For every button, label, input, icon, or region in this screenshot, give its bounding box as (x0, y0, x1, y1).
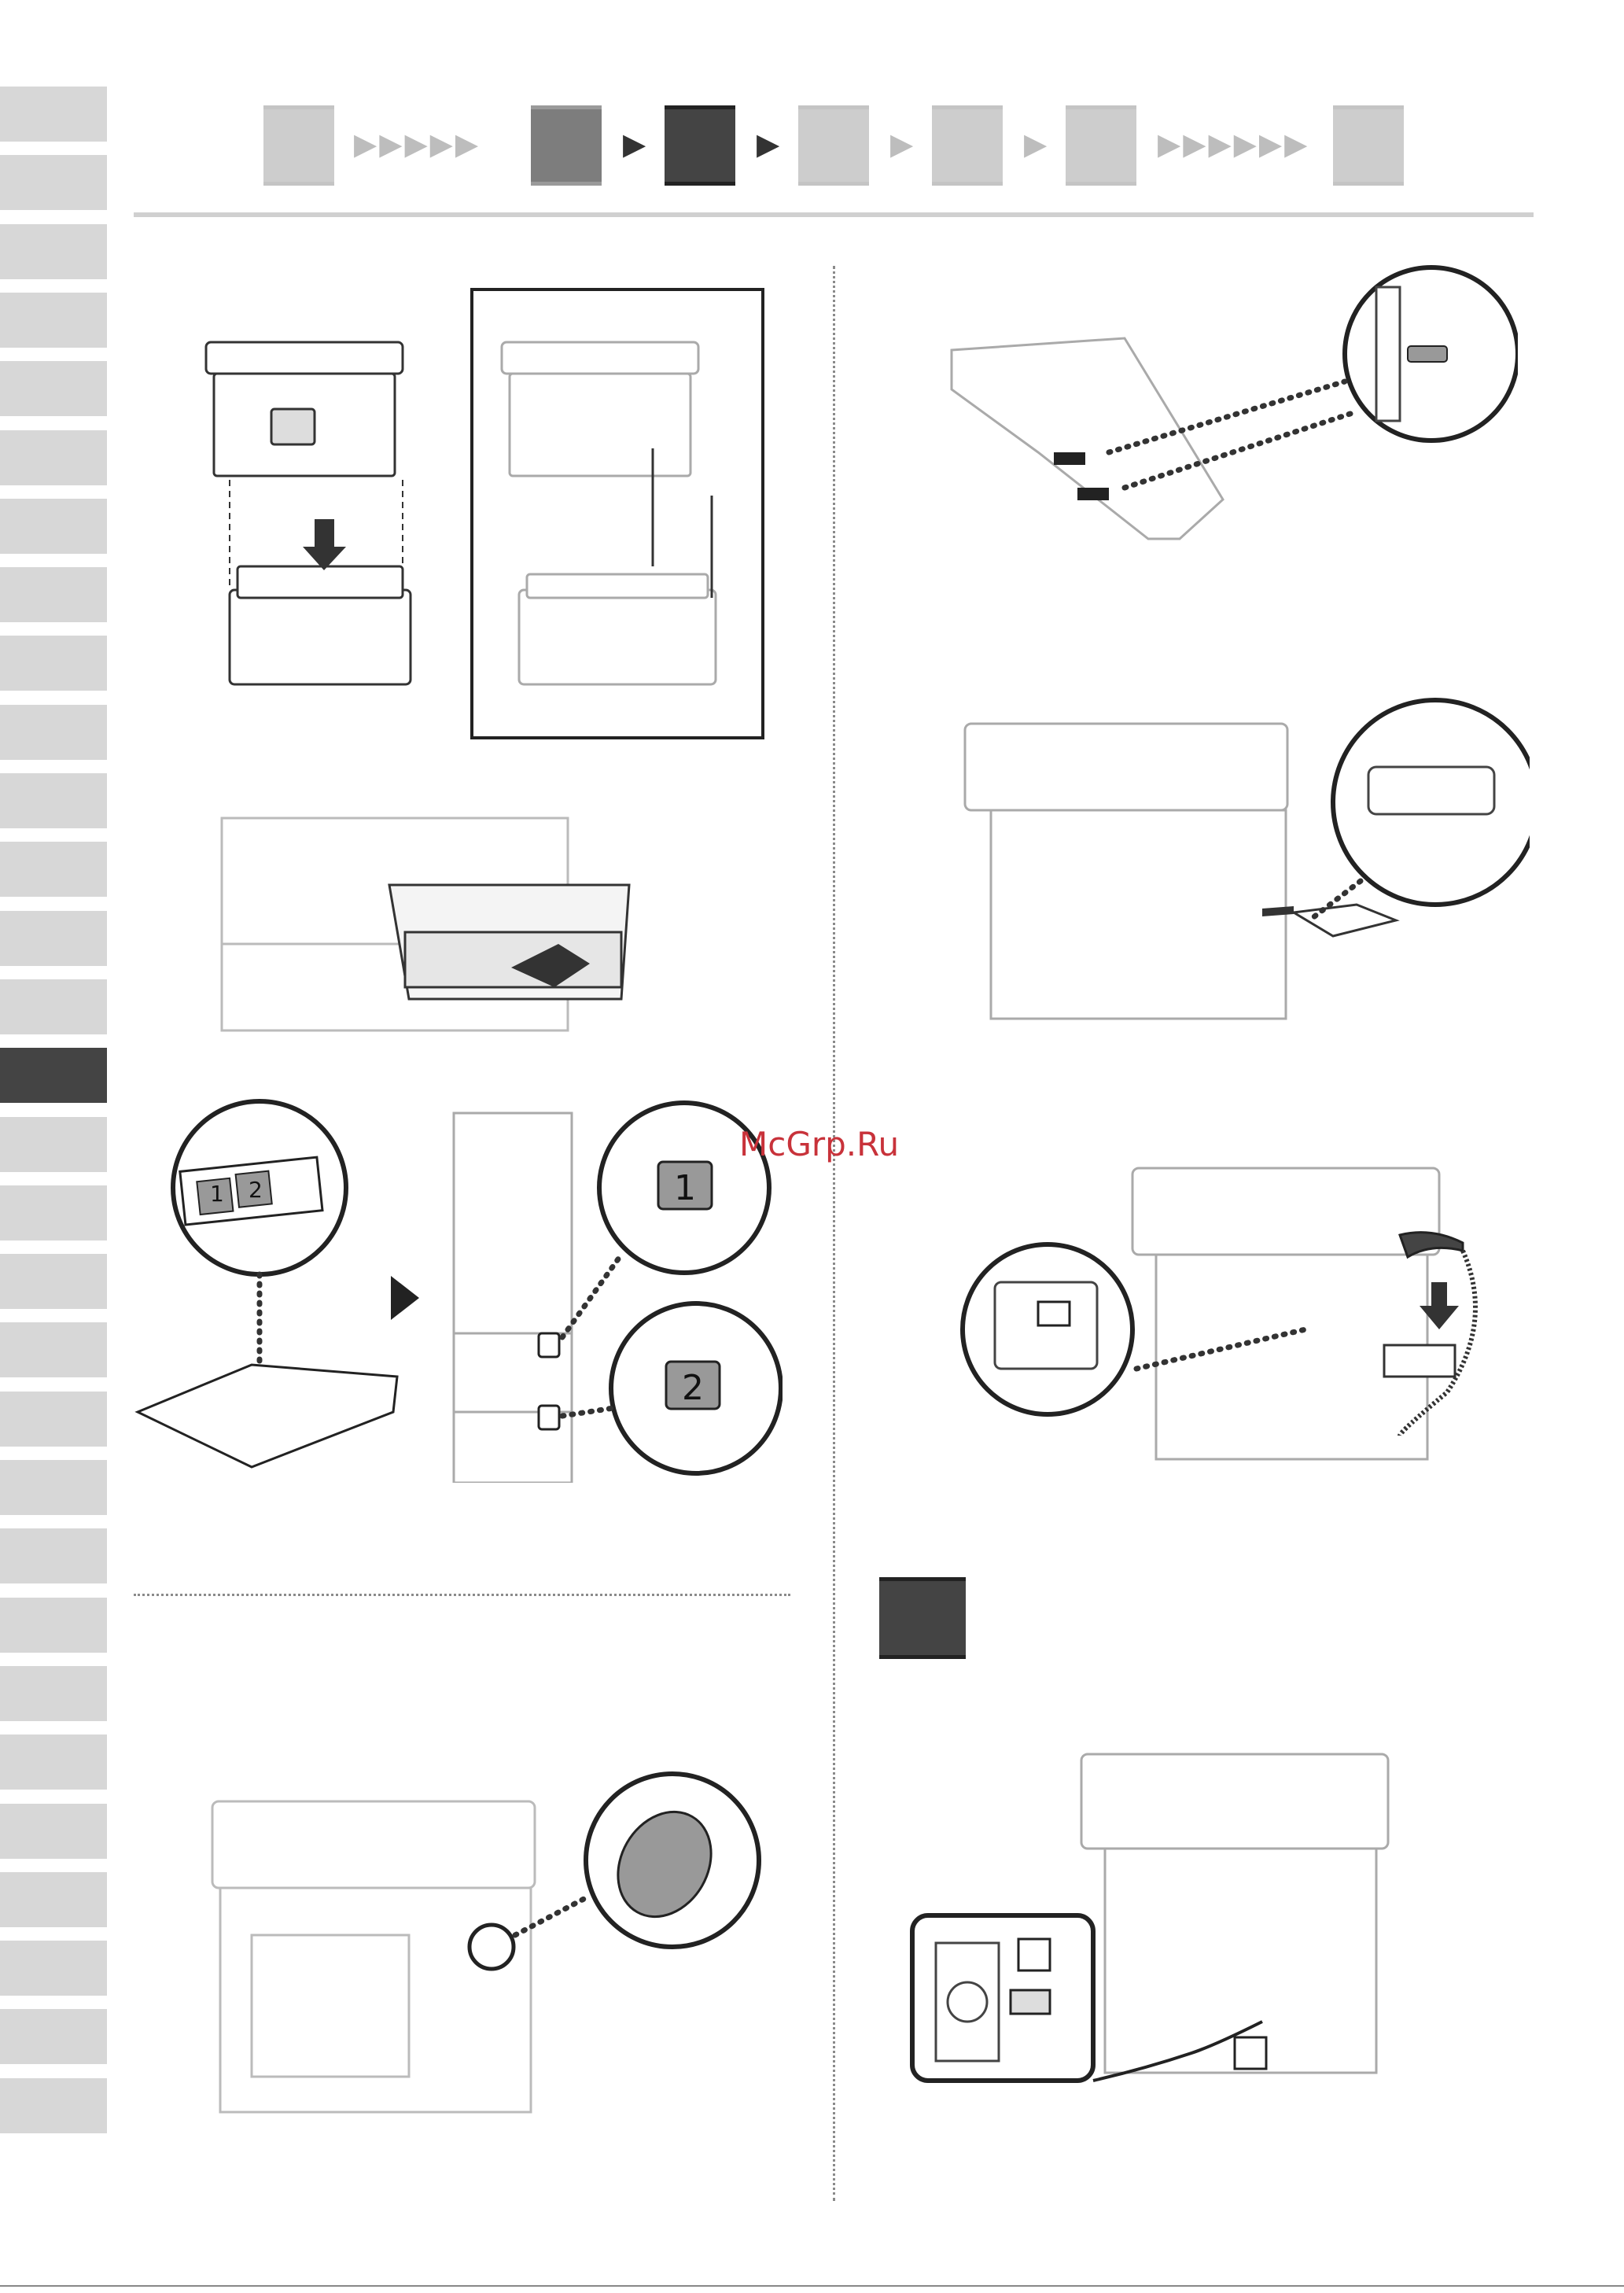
watermark-text: McGrp.Ru (739, 1125, 899, 1163)
side-tab-19 (0, 1322, 107, 1377)
next-arrow-icon (389, 1274, 421, 1322)
step-arrows-6: ▶▶▶▶▶▶ (1158, 130, 1309, 160)
bottom-rule (0, 2285, 1624, 2287)
printer-on-feeder-illustration (189, 283, 771, 747)
step-progress: ▶▶▶▶▶ ▶ ▶ ▶ ▶ ▶▶▶▶▶▶ (0, 0, 1624, 236)
side-tab-26 (0, 1804, 107, 1859)
step-arrow-2: ▶ (623, 130, 648, 160)
side-tab-22 (0, 1528, 107, 1583)
side-tab-9 (0, 636, 107, 691)
side-tab-15 (0, 1048, 107, 1103)
side-tab-24 (0, 1666, 107, 1721)
side-tab-12 (0, 842, 107, 897)
power-cord-illustration (908, 1746, 1482, 2092)
tray-labels-illustration: 1 2 (452, 1097, 783, 1483)
side-tab-6 (0, 430, 107, 485)
side-tab-30 (0, 2078, 107, 2133)
step-arrow-4: ▶ (890, 130, 915, 160)
side-tab-21 (0, 1460, 107, 1515)
insert-paper-drawer-illustration (220, 802, 645, 1038)
printer-cover-cap-illustration (204, 1770, 763, 2116)
step-5-box (932, 105, 1003, 186)
section-step-box (879, 1577, 966, 1659)
step-4-box (798, 105, 869, 186)
side-tab-16 (0, 1117, 107, 1172)
section-divider (134, 1594, 790, 1596)
carton-label-1: 1 (210, 1181, 224, 1207)
side-tab-5 (0, 361, 107, 416)
side-tab-29 (0, 2009, 107, 2064)
side-tab-7 (0, 499, 107, 554)
step-6-box (1066, 105, 1136, 186)
step-arrows-1: ▶▶▶▶▶ (354, 130, 481, 160)
side-tab-20 (0, 1392, 107, 1447)
header-rule (134, 212, 1534, 217)
side-tab-13 (0, 911, 107, 966)
side-tab-25 (0, 1734, 107, 1790)
step-2-box (531, 105, 602, 186)
step-3-box (665, 105, 735, 186)
handset-connection-illustration (959, 1164, 1534, 1495)
handset-cradle-screws-illustration (944, 264, 1518, 562)
side-tab-28 (0, 1941, 107, 1996)
side-tab-18 (0, 1254, 107, 1309)
tray-label-2: 2 (682, 1368, 704, 1408)
step-7-box (1333, 105, 1404, 186)
step-arrow-3: ▶ (757, 130, 782, 160)
side-tab-8 (0, 567, 107, 622)
side-tab-14 (0, 979, 107, 1034)
attach-cradle-illustration (963, 692, 1530, 1023)
side-tab-4 (0, 293, 107, 348)
step-arrow-5: ▶ (1024, 130, 1049, 160)
side-tab-17 (0, 1185, 107, 1241)
side-tab-11 (0, 773, 107, 828)
step-1-box (263, 105, 334, 186)
side-tab-27 (0, 1872, 107, 1927)
label-sheet-illustration: 1 2 (134, 1097, 425, 1491)
side-tab-10 (0, 705, 107, 760)
tray-label-1: 1 (674, 1168, 696, 1208)
side-tab-23 (0, 1598, 107, 1653)
carton-label-2: 2 (249, 1177, 263, 1203)
column-divider (833, 266, 835, 2201)
